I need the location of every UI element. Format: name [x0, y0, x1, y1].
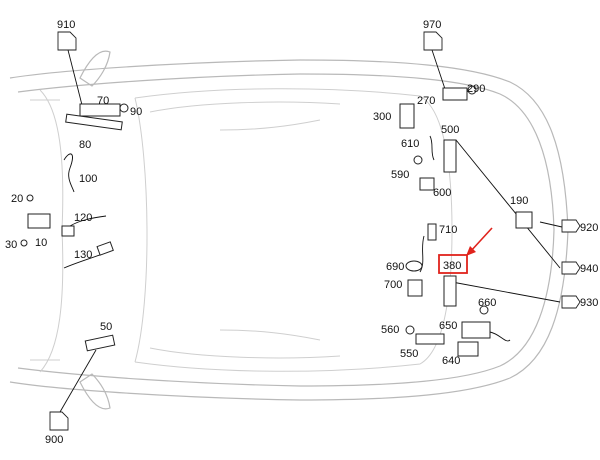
- label-560: 560: [381, 324, 399, 336]
- label-640: 640: [442, 355, 460, 367]
- label-660: 660: [478, 297, 496, 309]
- part-300-module: [399, 103, 415, 129]
- label-970: 970: [423, 19, 441, 31]
- label-30: 30: [5, 239, 17, 251]
- part-80-rail: [65, 113, 123, 131]
- label-130: 130: [74, 249, 92, 261]
- label-690: 690: [386, 261, 404, 273]
- part-labels: 910 970 70 90 80 100 20 120 10 30 130 50…: [5, 19, 598, 446]
- label-290: 290: [467, 83, 485, 95]
- part-10-sensor: [27, 213, 51, 229]
- connector-icon: [57, 31, 77, 51]
- label-920: 920: [580, 222, 598, 234]
- part-560-nut: [405, 325, 415, 335]
- part-270-bracket: [442, 87, 468, 101]
- label-380: 380: [443, 260, 461, 272]
- connector-icon: [49, 411, 69, 431]
- label-70: 70: [97, 95, 109, 107]
- label-900: 900: [45, 434, 63, 446]
- connector-tags: [49, 31, 581, 431]
- label-600: 600: [433, 187, 451, 199]
- label-300: 300: [373, 111, 391, 123]
- label-550: 550: [400, 348, 418, 360]
- label-190: 190: [510, 195, 528, 207]
- part-380-sensor: [443, 275, 457, 307]
- label-10: 10: [35, 237, 47, 249]
- part-650-cable: [489, 331, 511, 342]
- part-drawings: [20, 85, 533, 357]
- label-500: 500: [441, 124, 459, 136]
- part-650-unit: [461, 321, 491, 339]
- label-650: 650: [439, 320, 457, 332]
- label-20: 20: [11, 193, 23, 205]
- part-610-cable: [429, 135, 435, 161]
- part-120-module: [61, 225, 75, 237]
- label-80: 80: [79, 139, 91, 151]
- pointer-arrow-icon: [466, 227, 493, 256]
- label-910: 910: [57, 19, 75, 31]
- part-50-strip: [84, 334, 116, 352]
- part-660-nut: [479, 305, 489, 315]
- label-700: 700: [384, 279, 402, 291]
- part-130-plug: [96, 241, 114, 256]
- connector-icon: [561, 295, 581, 309]
- label-90: 90: [130, 106, 142, 118]
- part-20-screw: [26, 194, 34, 202]
- label-270: 270: [417, 95, 435, 107]
- part-90-screw: [119, 103, 129, 113]
- part-290-nut: [467, 85, 477, 95]
- label-100: 100: [79, 173, 97, 185]
- label-710: 710: [439, 224, 457, 236]
- part-690-grommet: [405, 260, 423, 272]
- connector-icon: [423, 31, 443, 51]
- label-940: 940: [580, 263, 598, 275]
- label-590: 590: [391, 169, 409, 181]
- part-30-nut: [20, 239, 28, 247]
- part-590-clip: [413, 155, 423, 165]
- part-100-cable: [63, 153, 75, 193]
- part-120-cable: [69, 215, 107, 227]
- part-190-module: [515, 211, 533, 229]
- connector-icon: [561, 261, 581, 275]
- part-700-box: [407, 279, 423, 297]
- car-body-outline: [9, 50, 569, 410]
- highlight-box: [438, 254, 468, 274]
- part-640-box: [457, 341, 479, 357]
- part-550-bracket: [415, 333, 445, 345]
- part-600-box: [419, 177, 435, 191]
- part-710-cable: [419, 235, 425, 273]
- connector-icon: [561, 219, 581, 233]
- label-120: 120: [74, 212, 92, 224]
- label-50: 50: [100, 321, 112, 333]
- label-610: 610: [401, 138, 419, 150]
- part-710-plug: [427, 223, 437, 241]
- part-500-sensor: [443, 139, 457, 173]
- label-930: 930: [580, 297, 598, 309]
